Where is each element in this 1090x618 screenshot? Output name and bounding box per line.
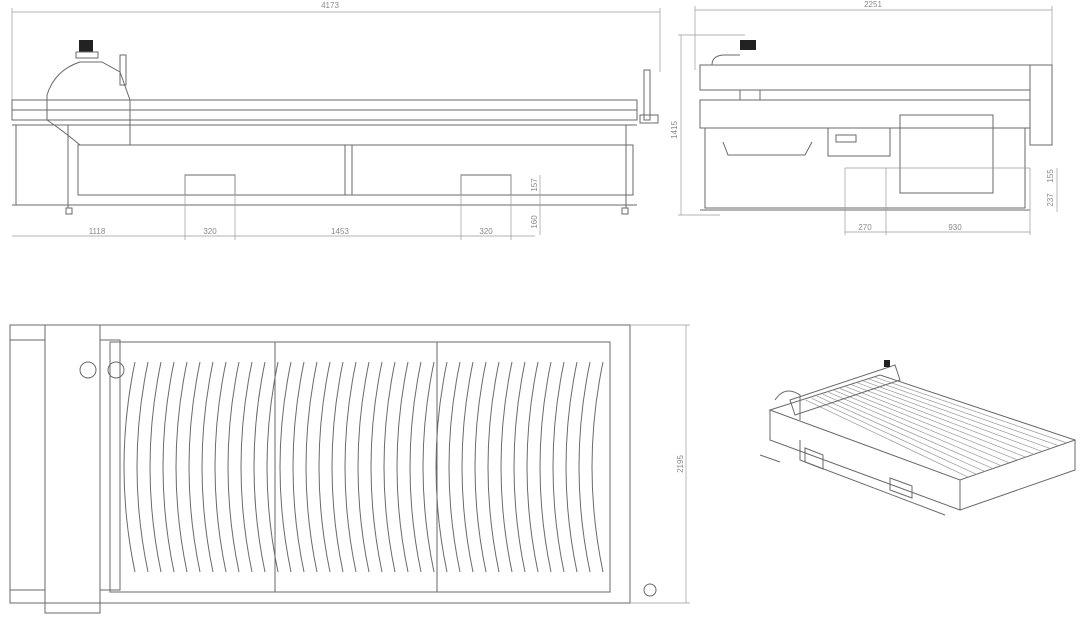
iso-slat-grid: [805, 376, 1067, 478]
slat: [162, 361, 175, 573]
iso-slat: [822, 393, 993, 469]
dim-drawer-clearance: 160: [530, 215, 539, 229]
slat: [591, 361, 604, 573]
slat: [305, 361, 318, 573]
end-view: 2251 1415 270 930 155 237: [670, 0, 1058, 235]
dim-overall-length: 4173: [321, 1, 339, 10]
iso-slat: [851, 384, 1035, 455]
dim-segment-1: 1118: [89, 227, 106, 236]
slat-bed: [109, 341, 611, 593]
dim-drawer-height: 157: [530, 178, 539, 192]
iso-slat: [839, 388, 1018, 461]
iso-gantry-end: [774, 390, 801, 420]
slat: [344, 361, 357, 573]
dim-height-1: 155: [1046, 169, 1055, 183]
iso-drawer: [889, 477, 913, 499]
slat: [227, 361, 240, 573]
slat: [240, 361, 253, 573]
slat: [487, 361, 500, 573]
side-view: 4173 1118 320 1453 320 157 160: [11, 1, 661, 240]
slat: [396, 361, 409, 573]
iso-slat: [828, 392, 1002, 467]
slat: [461, 361, 474, 573]
side-body: [77, 144, 634, 196]
slat: [292, 361, 305, 573]
motor-icon: [884, 360, 890, 367]
iso-slat: [874, 376, 1067, 444]
slat: [526, 361, 539, 573]
slat: [500, 361, 513, 573]
iso-slat: [811, 397, 977, 475]
iso-slat: [845, 386, 1026, 458]
dim-overall-height: 1415: [670, 121, 679, 139]
drawer-2: [460, 174, 512, 196]
slat: [383, 361, 396, 573]
top-gantry: [44, 324, 101, 614]
iso-slat: [816, 395, 985, 472]
slat: [370, 361, 383, 573]
dim-segment-2: 320: [203, 227, 217, 236]
slat: [175, 361, 188, 573]
slat: [266, 361, 279, 573]
isometric-view: [759, 360, 1077, 516]
slat: [474, 361, 487, 573]
slat: [279, 361, 292, 573]
slat: [188, 361, 201, 573]
slat: [435, 361, 448, 573]
motor-icon: [740, 40, 756, 50]
slat: [539, 361, 552, 573]
slat: [149, 361, 162, 573]
dim-segment-3: 1453: [331, 227, 349, 236]
slat: [552, 361, 565, 573]
iso-table-top: [768, 374, 1077, 481]
gantry: [46, 61, 131, 146]
dim-offset-2: 930: [948, 223, 962, 232]
slat: [409, 361, 422, 573]
gantry-beam: [699, 64, 1031, 91]
top-view: 2195: [9, 324, 690, 614]
dim-overall-depth: 2195: [676, 455, 685, 473]
slat: [513, 361, 526, 573]
iso-slat: [805, 399, 969, 478]
slats: [123, 361, 604, 573]
slat: [331, 361, 344, 573]
slat: [357, 361, 370, 573]
iso-gantry: [789, 364, 901, 416]
iso-slat: [857, 382, 1043, 452]
slat: [201, 361, 214, 573]
dim-overall-width: 2251: [864, 0, 882, 9]
dim-height-2: 237: [1046, 193, 1055, 207]
dim-segment-4: 320: [479, 227, 493, 236]
drawer-1: [184, 174, 236, 196]
iso-drawer: [804, 447, 824, 470]
dim-offset-1: 270: [858, 223, 872, 232]
iso-slat: [868, 378, 1059, 447]
end-panel: [899, 114, 994, 194]
slat: [318, 361, 331, 573]
slat: [136, 361, 149, 573]
iso-slat: [834, 390, 1010, 464]
motor-icon: [79, 40, 93, 52]
slat: [214, 361, 227, 573]
slat: [123, 361, 136, 573]
slat: [448, 361, 461, 573]
slat: [565, 361, 578, 573]
slat: [578, 361, 591, 573]
slat: [422, 361, 435, 573]
slat: [253, 361, 266, 573]
iso-slat: [862, 380, 1051, 449]
